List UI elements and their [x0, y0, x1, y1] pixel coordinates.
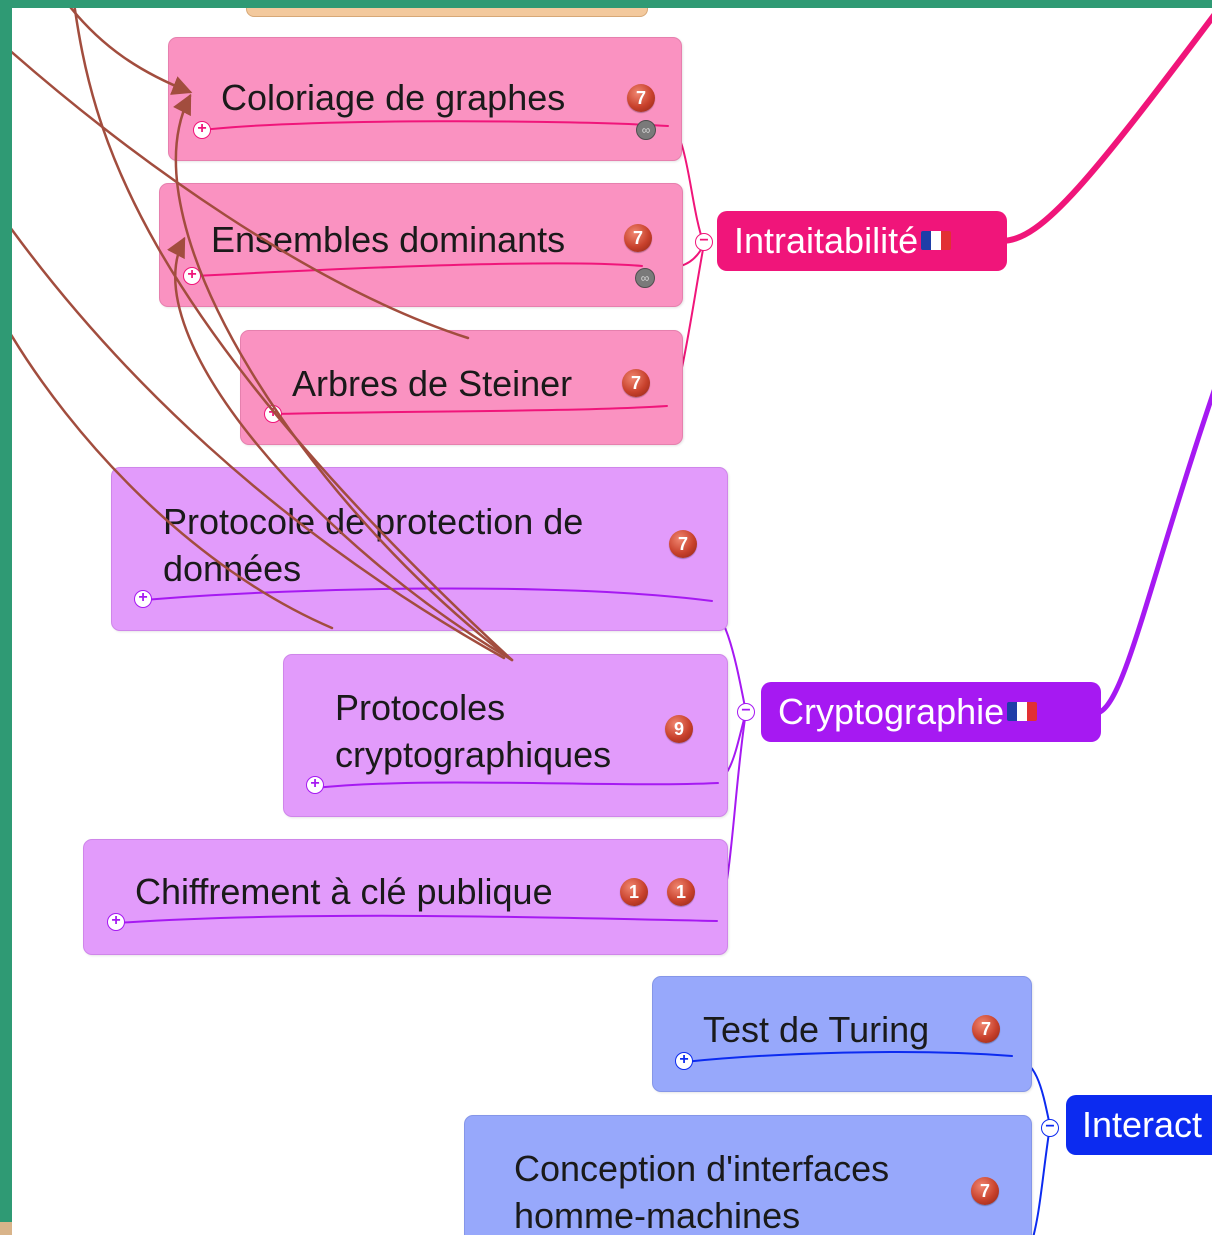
badge-count: 7: [624, 224, 652, 252]
underline-coloriage: [201, 120, 669, 131]
badge-count: 7: [972, 1015, 1000, 1043]
relation-arrow: [12, 333, 334, 630]
badge-count: 7: [627, 84, 655, 112]
node-label-line2: données: [163, 548, 302, 589]
node-test-de-turing[interactable]: Test de Turing 7: [652, 976, 1032, 1092]
badge-count: 7: [669, 530, 697, 558]
expand-icon[interactable]: +: [193, 121, 211, 139]
underline-steiner: [273, 405, 668, 415]
badge-count: 9: [665, 715, 693, 743]
relation-arrow: [73, 8, 514, 662]
mindmap-canvas[interactable]: Coloriage de graphes 7 Ensembles dominan…: [12, 8, 1212, 1235]
node-label: Chiffrement à clé publique: [135, 871, 553, 912]
expand-icon[interactable]: +: [306, 776, 324, 794]
node-label: Arbres de Steiner: [292, 363, 573, 404]
underline-ensembles: [193, 262, 643, 277]
node-label-line2: homme-machines: [514, 1195, 801, 1235]
connector-interfaces: [1032, 1125, 1051, 1235]
badge-count: 7: [971, 1177, 999, 1205]
node-ensembles-dominants[interactable]: Ensembles dominants 7: [159, 183, 683, 307]
branch-line-cryptographie: [1097, 389, 1212, 715]
relation-arrow: [167, 236, 514, 662]
link-icon[interactable]: ∞: [636, 120, 656, 140]
underline-chiffrement: [116, 914, 718, 924]
expand-icon[interactable]: +: [183, 267, 201, 285]
expand-icon[interactable]: +: [134, 590, 152, 608]
french-flag-icon: [921, 230, 952, 250]
node-label-line1: Protocoles: [335, 687, 506, 728]
underline-protocoles: [314, 781, 719, 789]
node-label: Ensembles dominants: [211, 219, 566, 260]
hub-interaction[interactable]: Interact: [1066, 1095, 1212, 1155]
hub-label: Cryptographie: [778, 691, 1005, 732]
relation-arrow: [12, 227, 506, 660]
badge-count: 7: [622, 369, 650, 397]
collapse-icon[interactable]: −: [695, 233, 713, 251]
node-conception-interfaces[interactable]: Conception d'interfaces homme-machines 7: [464, 1115, 1032, 1235]
french-flag-icon: [1007, 701, 1038, 721]
node-label-line1: Protocole de protection de: [163, 501, 584, 542]
adjacent-panel-edge: [0, 1222, 12, 1235]
node-protocole-protection-donnees[interactable]: Protocole de protection de données 7: [111, 467, 728, 631]
underline-turing: [683, 1051, 1013, 1063]
expand-icon[interactable]: +: [107, 913, 125, 931]
collapse-icon[interactable]: −: [1041, 1119, 1059, 1137]
link-icon[interactable]: ∞: [635, 268, 655, 288]
node-label-line1: Conception d'interfaces: [514, 1148, 890, 1189]
node-coloriage-de-graphes[interactable]: Coloriage de graphes 7: [168, 37, 682, 161]
badge-count-2: 1: [667, 878, 695, 906]
node-label: Coloriage de graphes: [221, 77, 566, 118]
hub-label: Interact: [1082, 1104, 1203, 1145]
node-label-line2: cryptographiques: [335, 734, 612, 775]
node-arbres-de-steiner[interactable]: Arbres de Steiner 7: [240, 330, 683, 445]
relation-arrow: [69, 8, 193, 95]
node-protocoles-cryptographiques[interactable]: Protocoles cryptographiques 9: [283, 654, 728, 817]
node-chiffrement-cle-publique[interactable]: Chiffrement à clé publique 1 1: [83, 839, 728, 955]
badge-count-1: 1: [620, 878, 648, 906]
hub-label: Intraitabilité: [734, 220, 919, 261]
collapse-icon[interactable]: −: [737, 703, 755, 721]
hub-cryptographie[interactable]: Cryptographie: [761, 682, 1101, 742]
expand-icon[interactable]: +: [675, 1052, 693, 1070]
node-label: Test de Turing: [703, 1009, 930, 1050]
hub-intraitabilite[interactable]: Intraitabilité: [717, 211, 1007, 271]
relation-arrow: [12, 50, 470, 340]
branch-line-intraitabilite: [999, 12, 1212, 244]
relationship-arrows: [12, 8, 514, 662]
relation-arrow: [173, 93, 514, 662]
